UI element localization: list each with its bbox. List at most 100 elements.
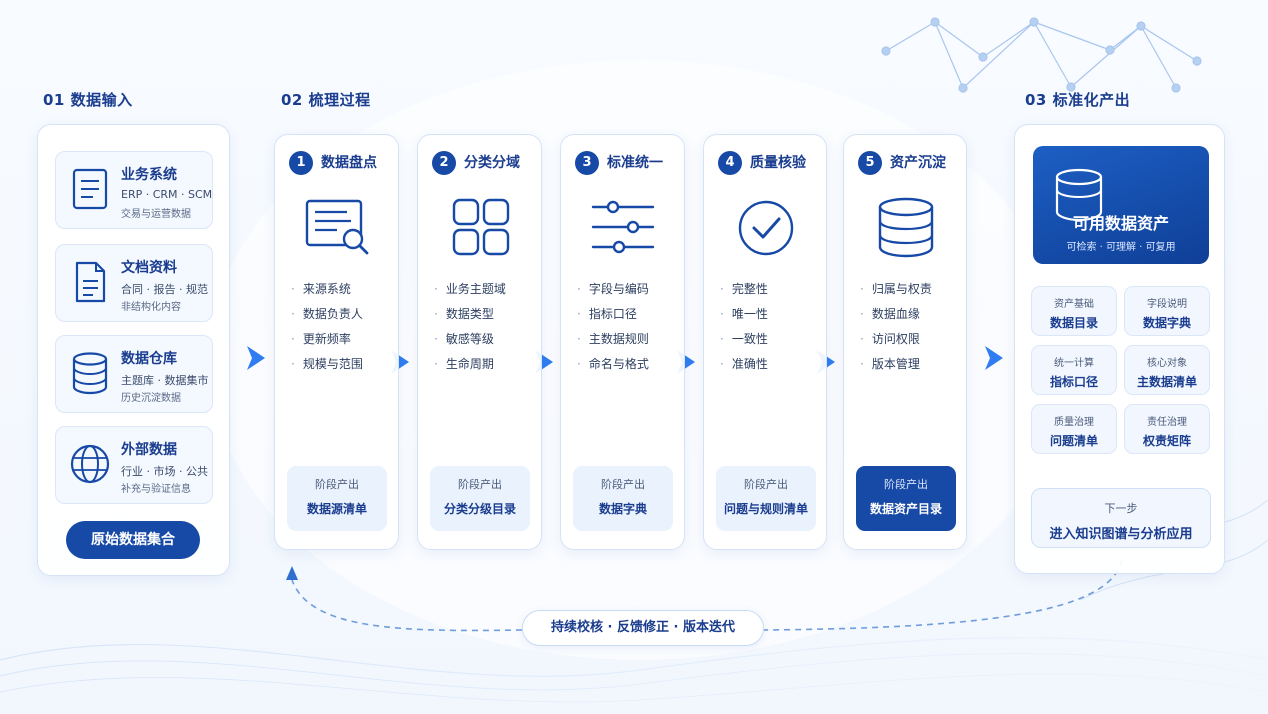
- document-list-icon: [72, 168, 108, 210]
- stage-output-box: 阶段产出 问题与规则清单: [716, 466, 816, 531]
- list-item: 数据类型: [434, 302, 506, 327]
- next-step-box: 下一步 进入知识图谱与分析应用: [1031, 488, 1211, 548]
- tile-value: 数据目录: [1049, 316, 1098, 330]
- list-item: 准确性: [720, 352, 768, 377]
- stage-output-value: 分类分级目录: [443, 502, 516, 516]
- step-number-badge: 4: [718, 151, 742, 175]
- output-tile: 质量治理 问题清单: [1031, 404, 1117, 454]
- step-card-2: 2 分类分域 业务主题域 数据类型 敏感等级 生命周期 阶段产出 分类分级目录: [417, 134, 542, 550]
- stage-output-box: 阶段产出 分类分级目录: [430, 466, 530, 531]
- hero-subtitle: 可检索 · 可理解 · 可复用: [1066, 242, 1176, 253]
- step-title: 质量核验: [750, 155, 806, 171]
- step-item-list: 完整性 唯一性 一致性 准确性: [720, 277, 768, 377]
- output-tile: 资产基础 数据目录: [1031, 286, 1117, 336]
- tile-label: 资产基础: [1054, 299, 1094, 310]
- stage-output-label: 阶段产出: [884, 478, 928, 491]
- input-note: 非结构化内容: [121, 302, 181, 313]
- list-item: 完整性: [720, 277, 768, 302]
- step-card-5: 5 资产沉淀 归属与权责 数据血缘 访问权限 版本管理 阶段产出 数据资产目录: [843, 134, 967, 550]
- tile-value: 指标口径: [1049, 375, 1098, 389]
- flow-arrow-icon: [247, 346, 265, 370]
- list-item: 访问权限: [860, 327, 932, 352]
- stage-output-value: 问题与规则清单: [723, 502, 808, 516]
- step-number-badge: 5: [858, 151, 882, 175]
- input-title: 数据仓库: [121, 351, 177, 367]
- sliders-icon: [591, 200, 655, 254]
- database-icon: [878, 197, 934, 258]
- step-card-4: 4 质量核验 完整性 唯一性 一致性 准确性 阶段产出 问题与规则清单: [703, 134, 827, 550]
- step-card-1: 1 数据盘点 来源系统 数据负责人 更新频率 规模与范围 阶段产出 数据源清单: [274, 134, 399, 550]
- step-item-list: 来源系统 数据负责人 更新频率 规模与范围: [291, 277, 363, 377]
- grid-icon: [452, 198, 510, 256]
- step-title: 资产沉淀: [890, 155, 946, 171]
- input-item-data-warehouse: 数据仓库 主题库 · 数据集市 历史沉淀数据: [55, 335, 213, 413]
- step-title: 分类分域: [464, 155, 520, 171]
- stage-output-label: 阶段产出: [744, 478, 788, 491]
- stage-output-label: 阶段产出: [601, 478, 645, 491]
- stage-output-value: 数据字典: [598, 502, 647, 516]
- tile-label: 责任治理: [1147, 417, 1187, 428]
- check-circle-icon: [738, 200, 794, 256]
- list-item: 版本管理: [860, 352, 932, 377]
- list-item: 指标口径: [577, 302, 649, 327]
- input-subtitle: ERP · CRM · SCM: [121, 188, 213, 201]
- tile-label: 字段说明: [1147, 299, 1187, 310]
- database-icon: [1055, 168, 1103, 222]
- feedback-arrowhead: [286, 566, 298, 580]
- list-item: 来源系统: [291, 277, 363, 302]
- step-number-badge: 2: [432, 151, 456, 175]
- stage-output-box: 阶段产出 数据资产目录: [856, 466, 956, 531]
- input-subtitle: 主题库 · 数据集市: [121, 374, 209, 387]
- input-item-documents: 文档资料 合同 · 报告 · 规范 非结构化内容: [55, 244, 213, 322]
- output-tile: 核心对象 主数据清单: [1124, 345, 1210, 395]
- output-card: 可用数据资产 可检索 · 可理解 · 可复用 资产基础 数据目录 字段说明 数据…: [1014, 124, 1225, 574]
- tile-value: 权责矩阵: [1142, 434, 1191, 448]
- input-title: 外部数据: [121, 442, 177, 458]
- tile-label: 核心对象: [1147, 358, 1187, 369]
- stage-output-value: 数据源清单: [306, 502, 367, 516]
- tile-value: 主数据清单: [1136, 375, 1197, 389]
- tile-value: 问题清单: [1049, 434, 1098, 448]
- list-item: 生命周期: [434, 352, 506, 377]
- stage-output-value: 数据资产目录: [869, 502, 942, 516]
- next-step-label: 下一步: [1104, 502, 1138, 515]
- step-title: 数据盘点: [321, 155, 377, 171]
- section-title-process: 02 梳理过程: [281, 91, 371, 109]
- stage-output-label: 阶段产出: [458, 478, 502, 491]
- step-item-list: 字段与编码 指标口径 主数据规则 命名与格式: [577, 277, 649, 377]
- input-item-business-system: 业务系统 ERP · CRM · SCM 交易与运营数据: [55, 151, 213, 229]
- input-item-external-data: 外部数据 行业 · 市场 · 公共 补充与验证信息: [55, 426, 213, 504]
- step-number-badge: 3: [575, 151, 599, 175]
- section-title-output: 03 标准化产出: [1025, 91, 1131, 109]
- tile-label: 质量治理: [1054, 417, 1094, 428]
- input-subtitle: 行业 · 市场 · 公共: [121, 465, 208, 478]
- tile-label: 统一计算: [1054, 358, 1094, 369]
- input-title: 业务系统: [121, 167, 177, 183]
- stage-output-label: 阶段产出: [315, 478, 359, 491]
- tile-value: 数据字典: [1142, 316, 1191, 330]
- input-card: 业务系统 ERP · CRM · SCM 交易与运营数据 文档资料 合同 · 报…: [37, 124, 230, 576]
- input-note: 历史沉淀数据: [121, 393, 181, 404]
- list-item: 一致性: [720, 327, 768, 352]
- report-search-icon: [305, 199, 369, 255]
- stage-output-box: 阶段产出 数据字典: [573, 466, 673, 531]
- step-item-list: 业务主题域 数据类型 敏感等级 生命周期: [434, 277, 506, 377]
- next-step-value: 进入知识图谱与分析应用: [1049, 527, 1193, 542]
- database-icon: [72, 352, 108, 395]
- raw-data-collection-pill: 原始数据集合: [66, 521, 200, 559]
- stage-output-box: 阶段产出 数据源清单: [287, 466, 387, 531]
- step-item-list: 归属与权责 数据血缘 访问权限 版本管理: [860, 277, 932, 377]
- list-item: 归属与权责: [860, 277, 932, 302]
- list-item: 数据血缘: [860, 302, 932, 327]
- list-item: 敏感等级: [434, 327, 506, 352]
- network-decoration: [881, 17, 1202, 93]
- section-title-input: 01 数据输入: [43, 91, 133, 109]
- output-tile: 字段说明 数据字典: [1124, 286, 1210, 336]
- list-item: 唯一性: [720, 302, 768, 327]
- list-item: 业务主题域: [434, 277, 506, 302]
- input-note: 补充与验证信息: [121, 484, 191, 495]
- step-card-3: 3 标准统一 字段与编码 指标口径 主数据规则 命名与格式 阶段产出 数据字典: [560, 134, 685, 550]
- hero-title: 可用数据资产: [1072, 214, 1169, 233]
- output-tile: 统一计算 指标口径: [1031, 345, 1117, 395]
- list-item: 数据负责人: [291, 302, 363, 327]
